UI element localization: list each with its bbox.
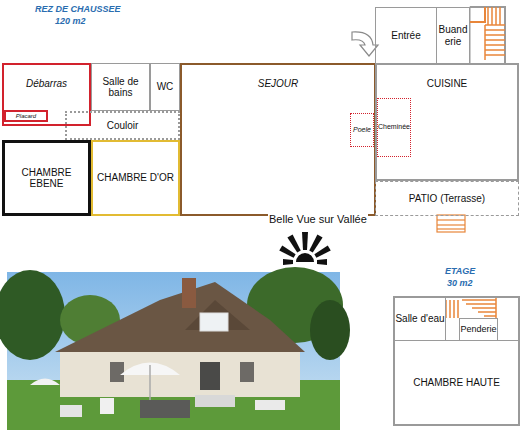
staircase: [446, 298, 496, 318]
patio-steps: [437, 215, 465, 232]
stove-box: Poele: [350, 113, 374, 147]
room-box: CHAMBRE HAUTE: [394, 340, 519, 425]
room-name: CUISINE: [427, 78, 468, 90]
room-box: Buand erie: [436, 7, 470, 64]
corridor-box: Couloir: [65, 111, 180, 140]
room-box: CHAMBRE EBENE: [2, 140, 91, 216]
fireplace-box: Cheminée: [377, 98, 411, 157]
room-name: Salle d'eau: [395, 313, 444, 325]
floor-heading: ETAGE: [445, 266, 475, 276]
room-box: WC: [150, 63, 180, 111]
room-name: CHAMBRE D'OR: [97, 172, 174, 184]
room-name: Cheminée: [378, 123, 410, 131]
room-box: Salle de bains: [91, 63, 150, 111]
room-box: Penderie: [459, 318, 498, 341]
room-name: Débarras: [26, 78, 67, 90]
floor-heading: REZ DE CHAUSSEE: [35, 4, 121, 14]
room-name: Poele: [353, 126, 371, 134]
staircase: [470, 7, 505, 64]
room-name: Salle de bains: [92, 76, 149, 99]
room-name: WC: [157, 81, 174, 93]
room-name: Entrée: [391, 30, 420, 42]
room-box: Salle d'eau: [394, 297, 446, 341]
house-photo: [0, 267, 350, 430]
cupboard-box: Placard: [4, 110, 48, 122]
floor-heading: 30 m2: [447, 278, 473, 288]
room-box: CUISINE Cheminée: [375, 63, 519, 181]
room-box: DébarrasPlacard: [2, 63, 91, 126]
room-name: CHAMBRE HAUTE: [413, 377, 500, 389]
room-name: PATIO (Terrasse): [409, 193, 485, 205]
room-name: Couloir: [107, 120, 139, 132]
room-name: Buand erie: [437, 24, 469, 47]
sun-icon: [279, 232, 330, 265]
room-name: Placard: [16, 113, 36, 120]
room-name: CHAMBRE EBENE: [5, 167, 88, 190]
terrace-box: PATIO (Terrasse): [375, 181, 519, 216]
room-name: Penderie: [460, 324, 496, 334]
upper-floor-outline: [394, 297, 519, 425]
floor-heading: 120 m2: [55, 16, 86, 26]
view-label: Belle Vue sur Vallée: [268, 213, 368, 225]
room-name: SEJOUR: [258, 78, 299, 90]
room-box: SEJOUR Poele: [180, 63, 376, 216]
room-box: CHAMBRE D'OR: [91, 140, 180, 216]
room-box: Entrée: [375, 7, 437, 64]
